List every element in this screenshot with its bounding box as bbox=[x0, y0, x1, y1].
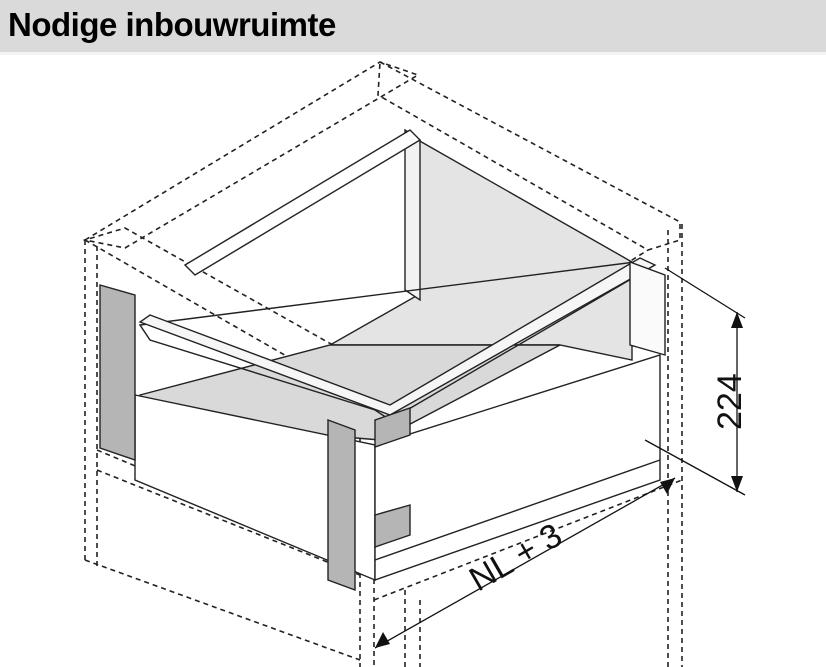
header-bar: Nodige inbouwruimte bbox=[0, 0, 826, 55]
right-side-panel bbox=[327, 418, 356, 592]
left-side-panel bbox=[99, 284, 136, 461]
drawer-box bbox=[99, 128, 666, 592]
drawer-installation-diagram: 224 NL + 3 bbox=[82, 60, 749, 667]
page-title: Nodige inbouwruimte bbox=[8, 6, 336, 43]
height-label: 224 bbox=[711, 373, 749, 430]
height-dimension: 224 bbox=[644, 267, 749, 496]
